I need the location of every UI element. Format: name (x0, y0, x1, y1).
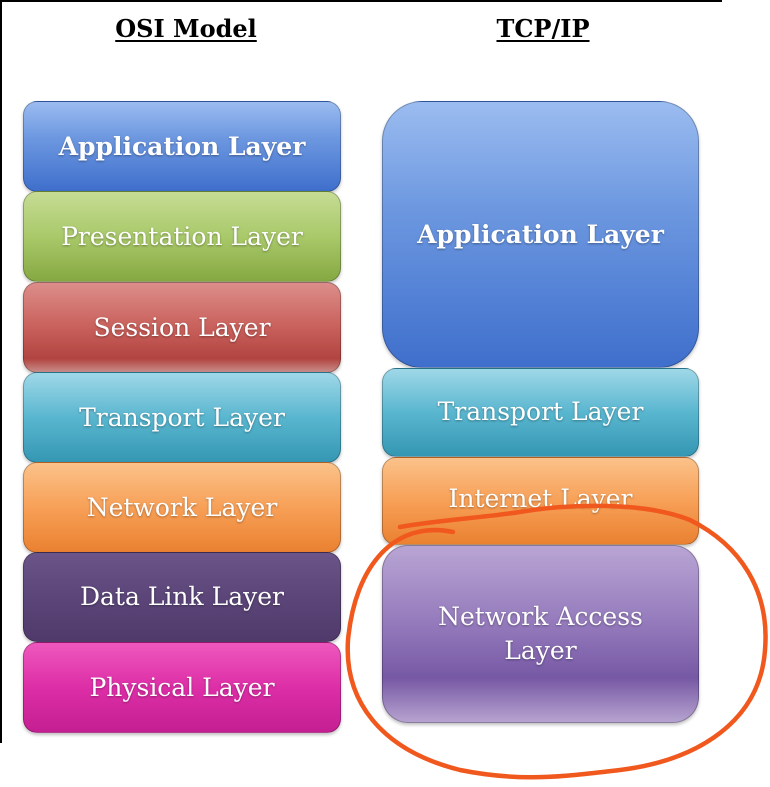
osi-session-layer: Session Layer (23, 282, 341, 373)
tcp-application-layer: Application Layer (382, 101, 699, 368)
osi-application-layer: Application Layer (23, 101, 341, 192)
osi-model-heading: OSI Model (115, 14, 257, 43)
tcp-internet-layer: Internet Layer (382, 457, 699, 545)
osi-network-layer: Network Layer (23, 462, 341, 553)
tcp-transport-layer: Transport Layer (382, 368, 699, 457)
tcp-ip-heading: TCP/IP (496, 14, 590, 43)
top-border-line (0, 0, 722, 2)
left-border-line (0, 0, 2, 743)
osi-physical-layer: Physical Layer (23, 642, 341, 733)
tcp-network-access-label: Network Access Layer (438, 602, 643, 665)
osi-transport-layer: Transport Layer (23, 372, 341, 463)
tcp-network-access-layer: Network Access Layer (382, 545, 699, 723)
osi-data-link-layer: Data Link Layer (23, 552, 341, 642)
osi-presentation-layer: Presentation Layer (23, 191, 341, 282)
